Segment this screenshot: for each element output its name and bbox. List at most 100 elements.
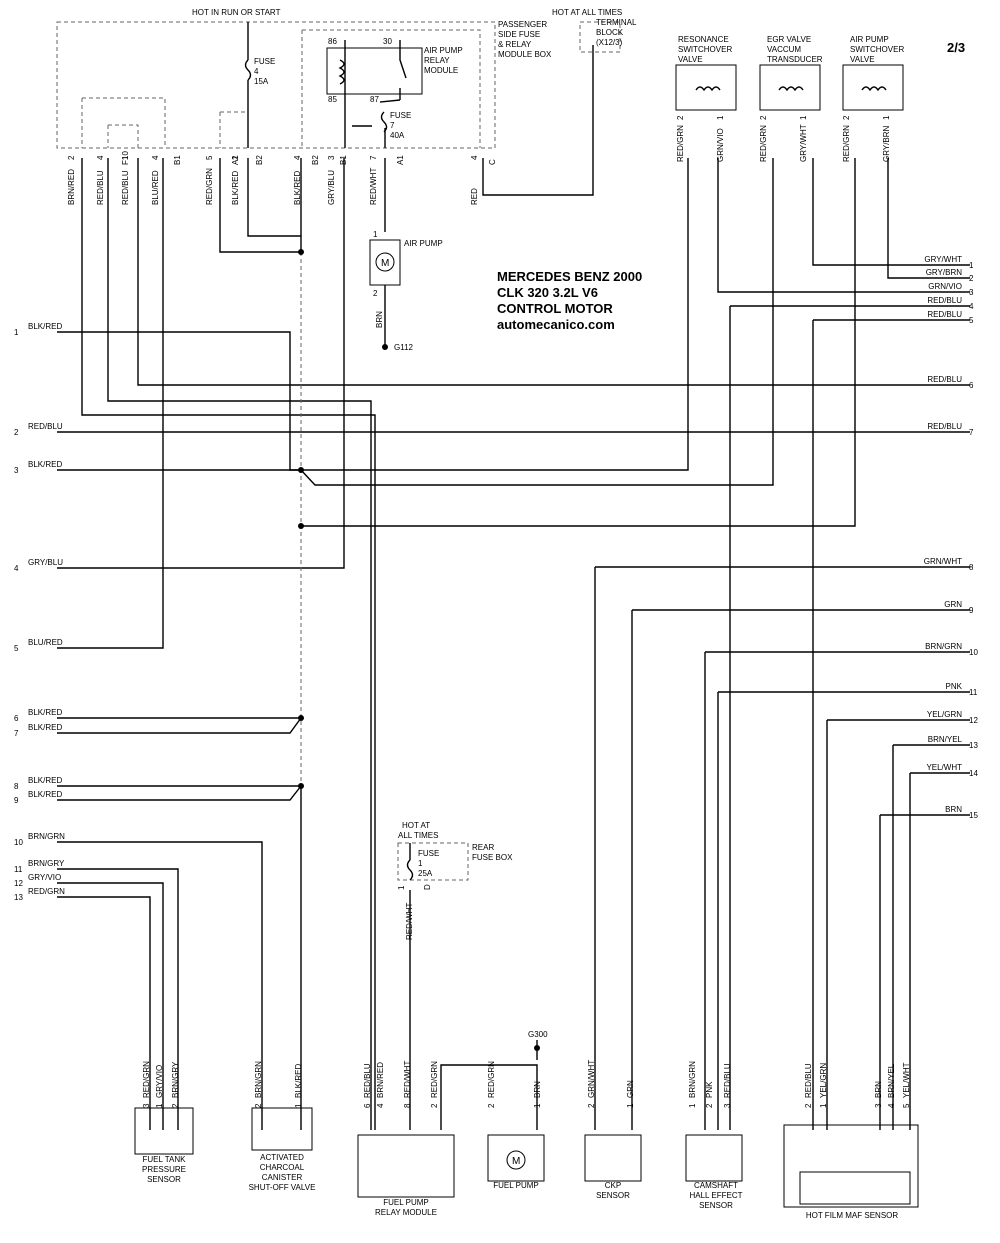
right-connector-wire: RED/BLU (927, 422, 962, 431)
connector-pin: 7 (369, 155, 378, 160)
right-connector-wire: RED/BLU (927, 296, 962, 305)
component-pin: 3 (723, 1103, 732, 1108)
left-connector-wire: BLK/RED (28, 790, 62, 799)
left-connector-number: 6 (14, 714, 19, 723)
component-pin: 2 (487, 1103, 496, 1108)
component-pin: 2 (804, 1103, 813, 1108)
component-pin: 3 (142, 1103, 151, 1108)
wire-color-label: BRN/GRY (171, 1061, 180, 1098)
right-connector-wire: RED/BLU (927, 310, 962, 319)
motor-icon: M (512, 1156, 520, 1167)
connector-id: C (488, 159, 497, 165)
left-connector-number: 5 (14, 644, 19, 653)
right-connector-number: 11 (969, 688, 978, 697)
site-url: automecanico.com (497, 317, 615, 332)
diagram-title: MERCEDES BENZ 2000 (497, 269, 642, 284)
wire-color-label: RED/GRN (842, 125, 851, 162)
connector-pin: 10 (121, 151, 130, 160)
left-connector-number: 13 (14, 893, 23, 902)
rear-fuse-box-label: FUSE BOX (472, 853, 513, 862)
valve-name: VALVE (850, 55, 875, 64)
left-connector-wire: BRN/GRY (28, 859, 65, 868)
component-pin: 3 (874, 1103, 883, 1108)
component-pin: 1 (155, 1103, 164, 1108)
right-connector-wire: GRN (944, 600, 962, 609)
component-name: SENSOR (699, 1201, 733, 1210)
wire-color-label: PNK (705, 1081, 714, 1098)
connector-pin: 5 (205, 155, 214, 160)
right-connector-number: 10 (969, 648, 978, 657)
right-connectors: GRY/WHT1GRY/BRN2GRN/VIO3RED/BLU4RED/BLU5… (924, 255, 979, 820)
wire-color-label: RED/BLU (804, 1063, 813, 1098)
right-connector-number: 5 (969, 316, 974, 325)
terminal-block-label: BLOCK (596, 28, 624, 37)
component-name: CHARCOAL (260, 1163, 305, 1172)
right-connector-number: 9 (969, 606, 974, 615)
rear-hot-label: ALL TIMES (398, 831, 438, 840)
component-name: CANISTER (262, 1173, 303, 1182)
wire-color-label: RED/GRN (205, 168, 214, 205)
air-pump-pin: 2 (373, 289, 378, 298)
right-connector-number: 8 (969, 563, 974, 572)
wire-color-label: RED/BLU (96, 170, 105, 205)
wire-color-label: RED/BLU (723, 1063, 732, 1098)
component-pin: 4 (376, 1103, 385, 1108)
wire-color-label: RED/GRN (676, 125, 685, 162)
right-connector-wire: GRY/BRN (926, 268, 963, 277)
right-connector-number: 4 (969, 302, 974, 311)
relay-pin: 30 (383, 37, 392, 46)
left-connector-number: 2 (14, 428, 19, 437)
page-number: 2/3 (947, 40, 965, 55)
connector-pin: 2 (231, 155, 240, 160)
rear-fuse-label: 25A (418, 869, 433, 878)
component-name: FUEL PUMP (493, 1181, 539, 1190)
wire-color-label: RED/BLU (363, 1063, 372, 1098)
motor-icon (506, 1150, 526, 1170)
rear-fuse-wire: RED/WHT (405, 903, 414, 940)
wire-color-label: BRN (533, 1081, 542, 1098)
fuse-box-label: & RELAY (498, 40, 532, 49)
fuse-box-label: PASSENGER (498, 20, 547, 29)
air-pump-label: AIR PUMP (404, 239, 443, 248)
terminal-block-label: TERMINAL (596, 18, 637, 27)
connector-id: B1 (173, 155, 182, 165)
wire-color-label: BLU/RED (151, 170, 160, 205)
coil-icon (695, 86, 721, 92)
connector-id: B2 (311, 155, 320, 165)
valve-pin: 1 (716, 115, 725, 120)
wire-color-label: BRN/GRN (688, 1061, 697, 1098)
connector-pin: 4 (96, 155, 105, 160)
right-connector-wire: BRN/GRN (925, 642, 962, 651)
ground-symbol (382, 344, 388, 350)
wire-color-label: RED/WHT (403, 1061, 412, 1098)
rear-fuse-box-label: REAR (472, 843, 494, 852)
connector-pin: 4 (293, 155, 302, 160)
component-name: CKP (605, 1181, 621, 1190)
rear-fuse-pin: D (423, 884, 432, 890)
diagram-subtitle: CONTROL MOTOR (497, 301, 613, 316)
left-connector-wire: RED/GRN (28, 887, 65, 896)
wire-color-label: RED/GRN (487, 1061, 496, 1098)
diagram-subtitle: CLK 320 3.2L V6 (497, 285, 598, 300)
left-connector-number: 4 (14, 564, 19, 573)
component-name: SHUT-OFF VALVE (249, 1183, 316, 1192)
right-connector-number: 12 (969, 716, 978, 725)
valve-pin: 2 (676, 115, 685, 120)
component-name: SENSOR (147, 1175, 181, 1184)
right-connector-wire: PNK (946, 682, 963, 691)
left-connector-wire: GRY/VIO (28, 873, 61, 882)
valve-name: AIR PUMP (850, 35, 889, 44)
right-connector-number: 7 (969, 428, 974, 437)
wire-color-label: YEL/GRN (819, 1063, 828, 1098)
left-connector-number: 8 (14, 782, 19, 791)
fuse4-label: 15A (254, 77, 269, 86)
component-pin: 1 (819, 1103, 828, 1108)
connector-pin: 3 (327, 155, 336, 160)
air-pump-pin: 1 (373, 230, 378, 239)
wire-color-label: GRN (626, 1080, 635, 1098)
coil-icon (861, 86, 887, 92)
connector-pin: 4 (151, 155, 160, 160)
component-pin: 1 (533, 1103, 542, 1108)
